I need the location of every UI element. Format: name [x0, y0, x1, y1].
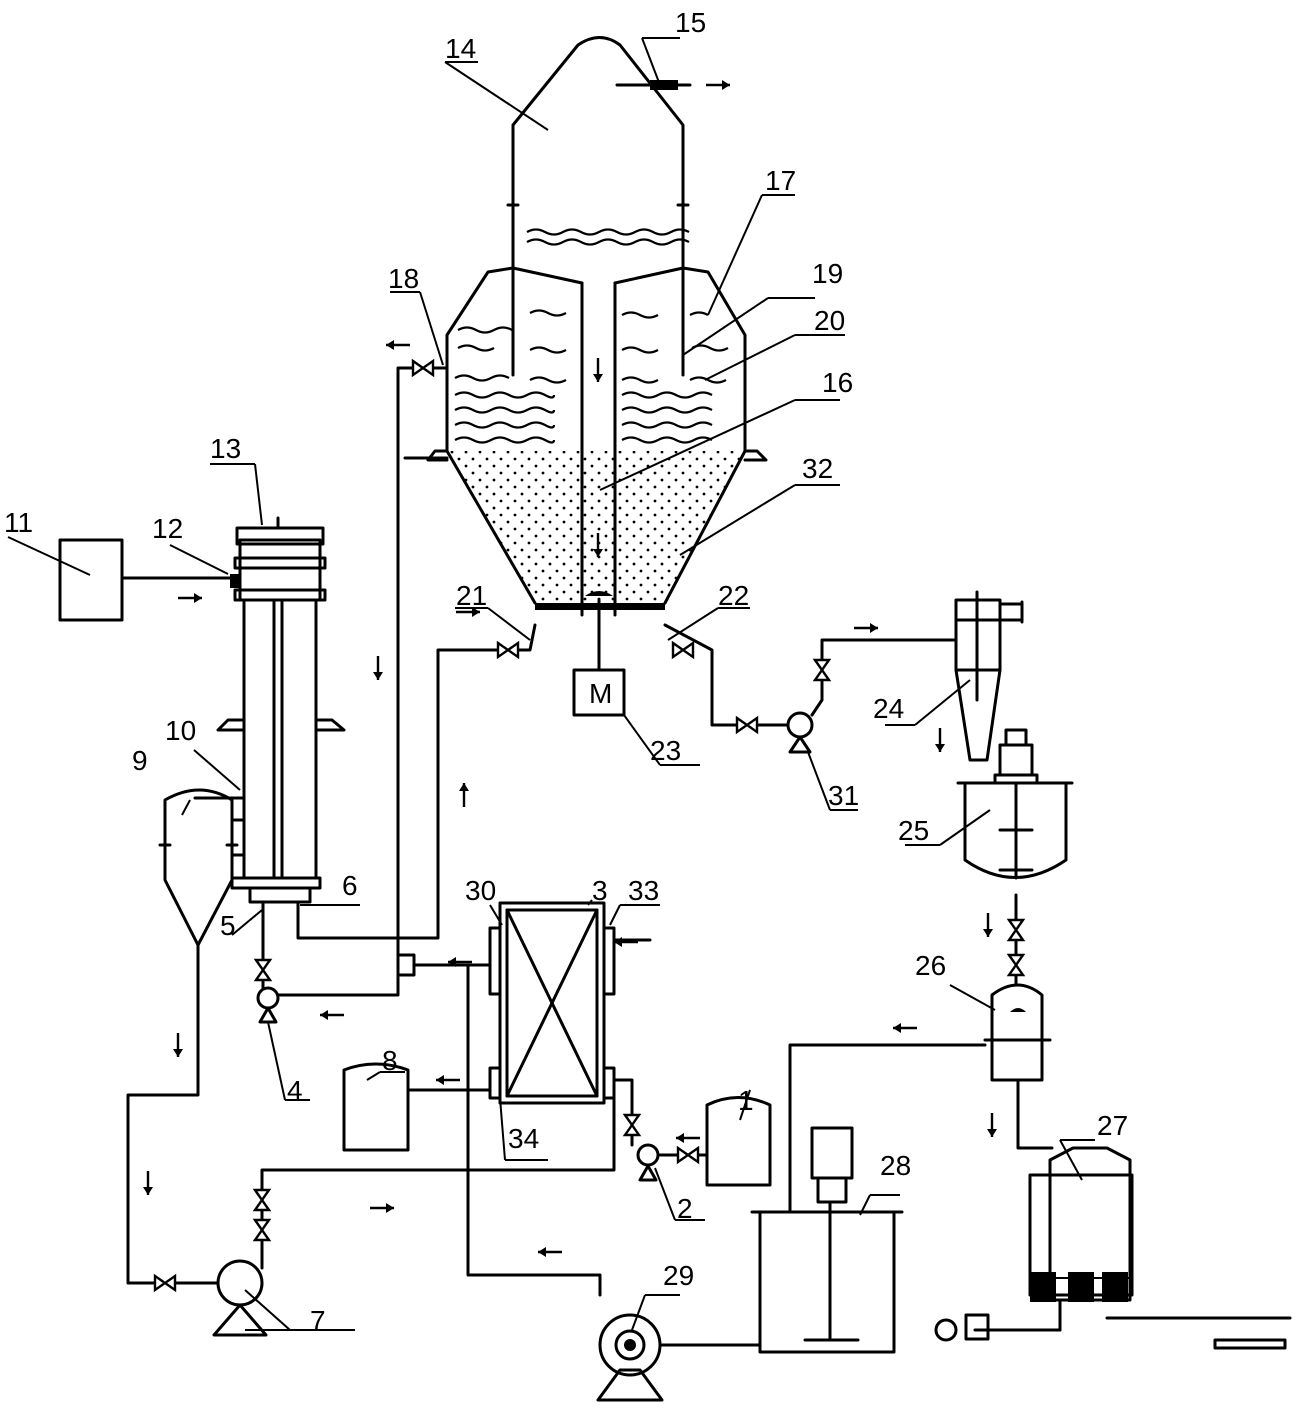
- crystallizer: [403, 36, 768, 672]
- piping: [126, 366, 1054, 1347]
- label-22: 22: [718, 580, 749, 611]
- label-28: 28: [880, 1150, 911, 1181]
- label-4: 4: [287, 1075, 303, 1106]
- label-2: 2: [677, 1193, 693, 1224]
- motor-symbol: M: [589, 678, 612, 709]
- agitated-tank-25: [956, 728, 1074, 880]
- label-10: 10: [165, 715, 196, 746]
- flow-arrow-icon: [141, 78, 999, 1259]
- label-16: 16: [822, 367, 853, 398]
- label-31: 31: [828, 780, 859, 811]
- label-33: 33: [628, 875, 659, 906]
- label-23: 23: [650, 735, 681, 766]
- agitated-tank-28: [750, 1126, 904, 1354]
- leader-lines: [7, 37, 1095, 1331]
- tank-8: [342, 1062, 492, 1152]
- heater-column: [216, 516, 346, 904]
- label-26: 26: [915, 950, 946, 981]
- label-21: 21: [456, 580, 487, 611]
- label-19: 19: [812, 258, 843, 289]
- label-27: 27: [1097, 1110, 1128, 1141]
- label-29: 29: [663, 1260, 694, 1291]
- cyclone: [933, 590, 1024, 762]
- label-15: 15: [675, 7, 706, 38]
- label-14: 14: [445, 33, 476, 64]
- label-12: 12: [152, 513, 183, 544]
- pump-icon: [212, 711, 814, 1402]
- label-3: 3: [592, 875, 608, 906]
- label-9: 9: [132, 745, 148, 776]
- label-30: 30: [465, 875, 496, 906]
- label-11: 11: [4, 507, 33, 538]
- label-5: 5: [220, 910, 236, 941]
- label-7: 7: [310, 1305, 326, 1336]
- filter-3: [488, 901, 616, 1105]
- tank-11: [58, 538, 124, 622]
- label-20: 20: [814, 305, 845, 336]
- label-8: 8: [382, 1045, 398, 1076]
- label-25: 25: [898, 815, 929, 846]
- motor: M: [572, 668, 626, 717]
- tank-1: [705, 1096, 772, 1187]
- label-13: 13: [210, 433, 241, 464]
- label-1: 1: [738, 1085, 754, 1116]
- equipment-labels: 1 2 3 4 5 6 7 8 9 10 11 12 13 14 15 16 1…: [4, 7, 1128, 1336]
- separator: [158, 788, 246, 947]
- label-32: 32: [802, 453, 833, 484]
- label-24: 24: [873, 693, 904, 724]
- label-6: 6: [342, 870, 358, 901]
- label-18: 18: [388, 263, 419, 294]
- label-34: 34: [508, 1123, 539, 1154]
- separator-26: [983, 983, 1052, 1082]
- dryer-27: [934, 1146, 1292, 1350]
- label-17: 17: [765, 165, 796, 196]
